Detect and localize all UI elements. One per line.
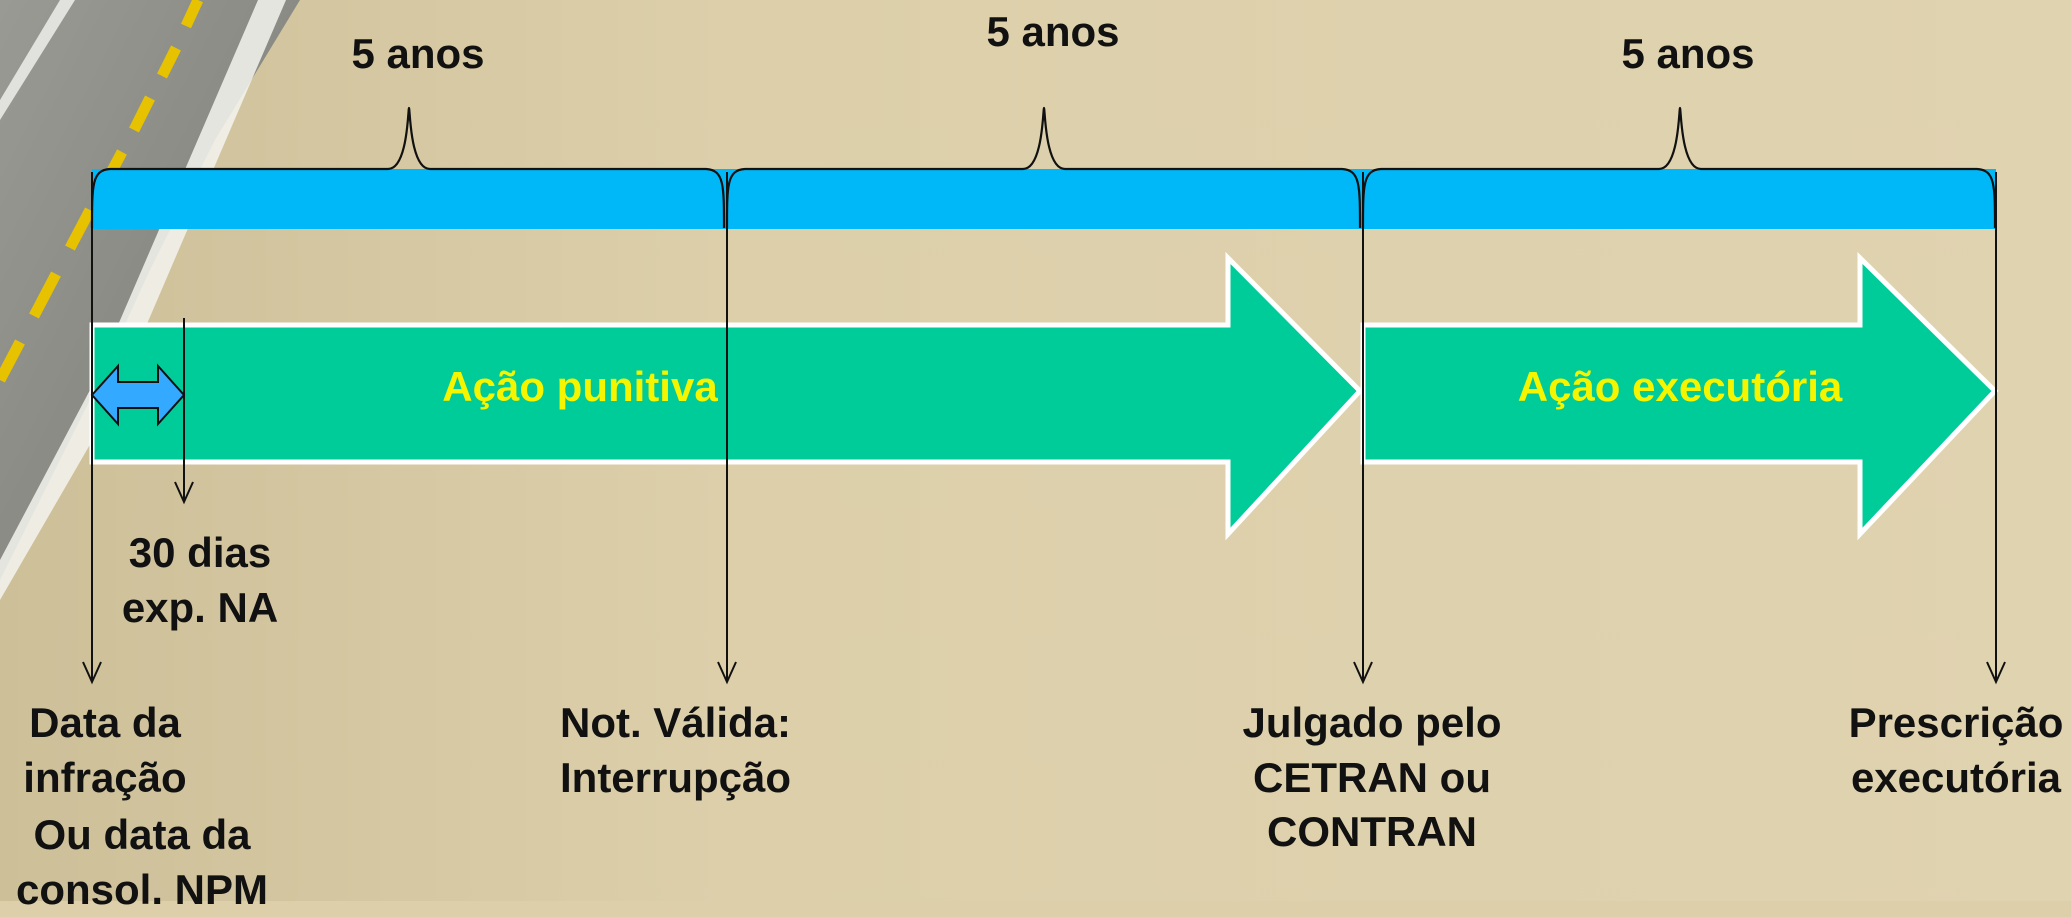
milestone-4-line-2: executória — [1850, 753, 2062, 801]
milestone-1-line-2: infração — [23, 753, 187, 801]
brace-period-1 — [90, 106, 726, 229]
punitive-action-label: Ação punitiva — [442, 363, 718, 410]
milestone-2-line-2: Interrupção — [560, 753, 792, 801]
milestone-infraction-date: Data da infração — [0, 696, 210, 805]
milestone-3-line-1: Julgado pelo — [1242, 699, 1502, 746]
milestone-judged: Julgado pelo CETRAN ou CONTRAN — [1222, 696, 1522, 860]
thirty-days-line-2: exp. NA — [121, 583, 279, 631]
executory-action-label: Ação executória — [1517, 363, 1843, 410]
brace-period-2 — [725, 106, 1362, 229]
milestone-valid-notification: Not. Válida: Interrupção — [560, 696, 840, 805]
milestone-2-line-1: Not. Válida: — [560, 699, 792, 746]
period-label-1: 5 anos — [351, 30, 485, 77]
milestone-1-extra-line-2: consol. NPM — [15, 865, 269, 913]
period-label-3: 5 anos — [1621, 30, 1755, 77]
milestone-1-extra-line-1: Ou data da — [33, 811, 251, 858]
milestone-3-line-3: CONTRAN — [1267, 808, 1477, 856]
milestone-3-line-2: CETRAN ou — [1253, 753, 1491, 801]
milestone-pointers — [82, 172, 2006, 685]
period-braces — [90, 106, 1997, 229]
milestone-1-line-1: Data da — [29, 699, 181, 746]
brace-period-3 — [1361, 106, 1997, 229]
milestone-4-line-1: Prescrição — [1848, 699, 2064, 746]
period-label-2: 5 anos — [986, 8, 1120, 55]
period-band — [92, 169, 1996, 229]
thirty-days-label: 30 dias exp. NA — [90, 526, 310, 635]
thirty-days-line-1: 30 dias — [128, 529, 272, 576]
executory-action-arrow — [1360, 252, 1999, 541]
milestone-executory-prescription: Prescrição executória — [1841, 696, 2071, 805]
road-image — [0, 0, 300, 600]
